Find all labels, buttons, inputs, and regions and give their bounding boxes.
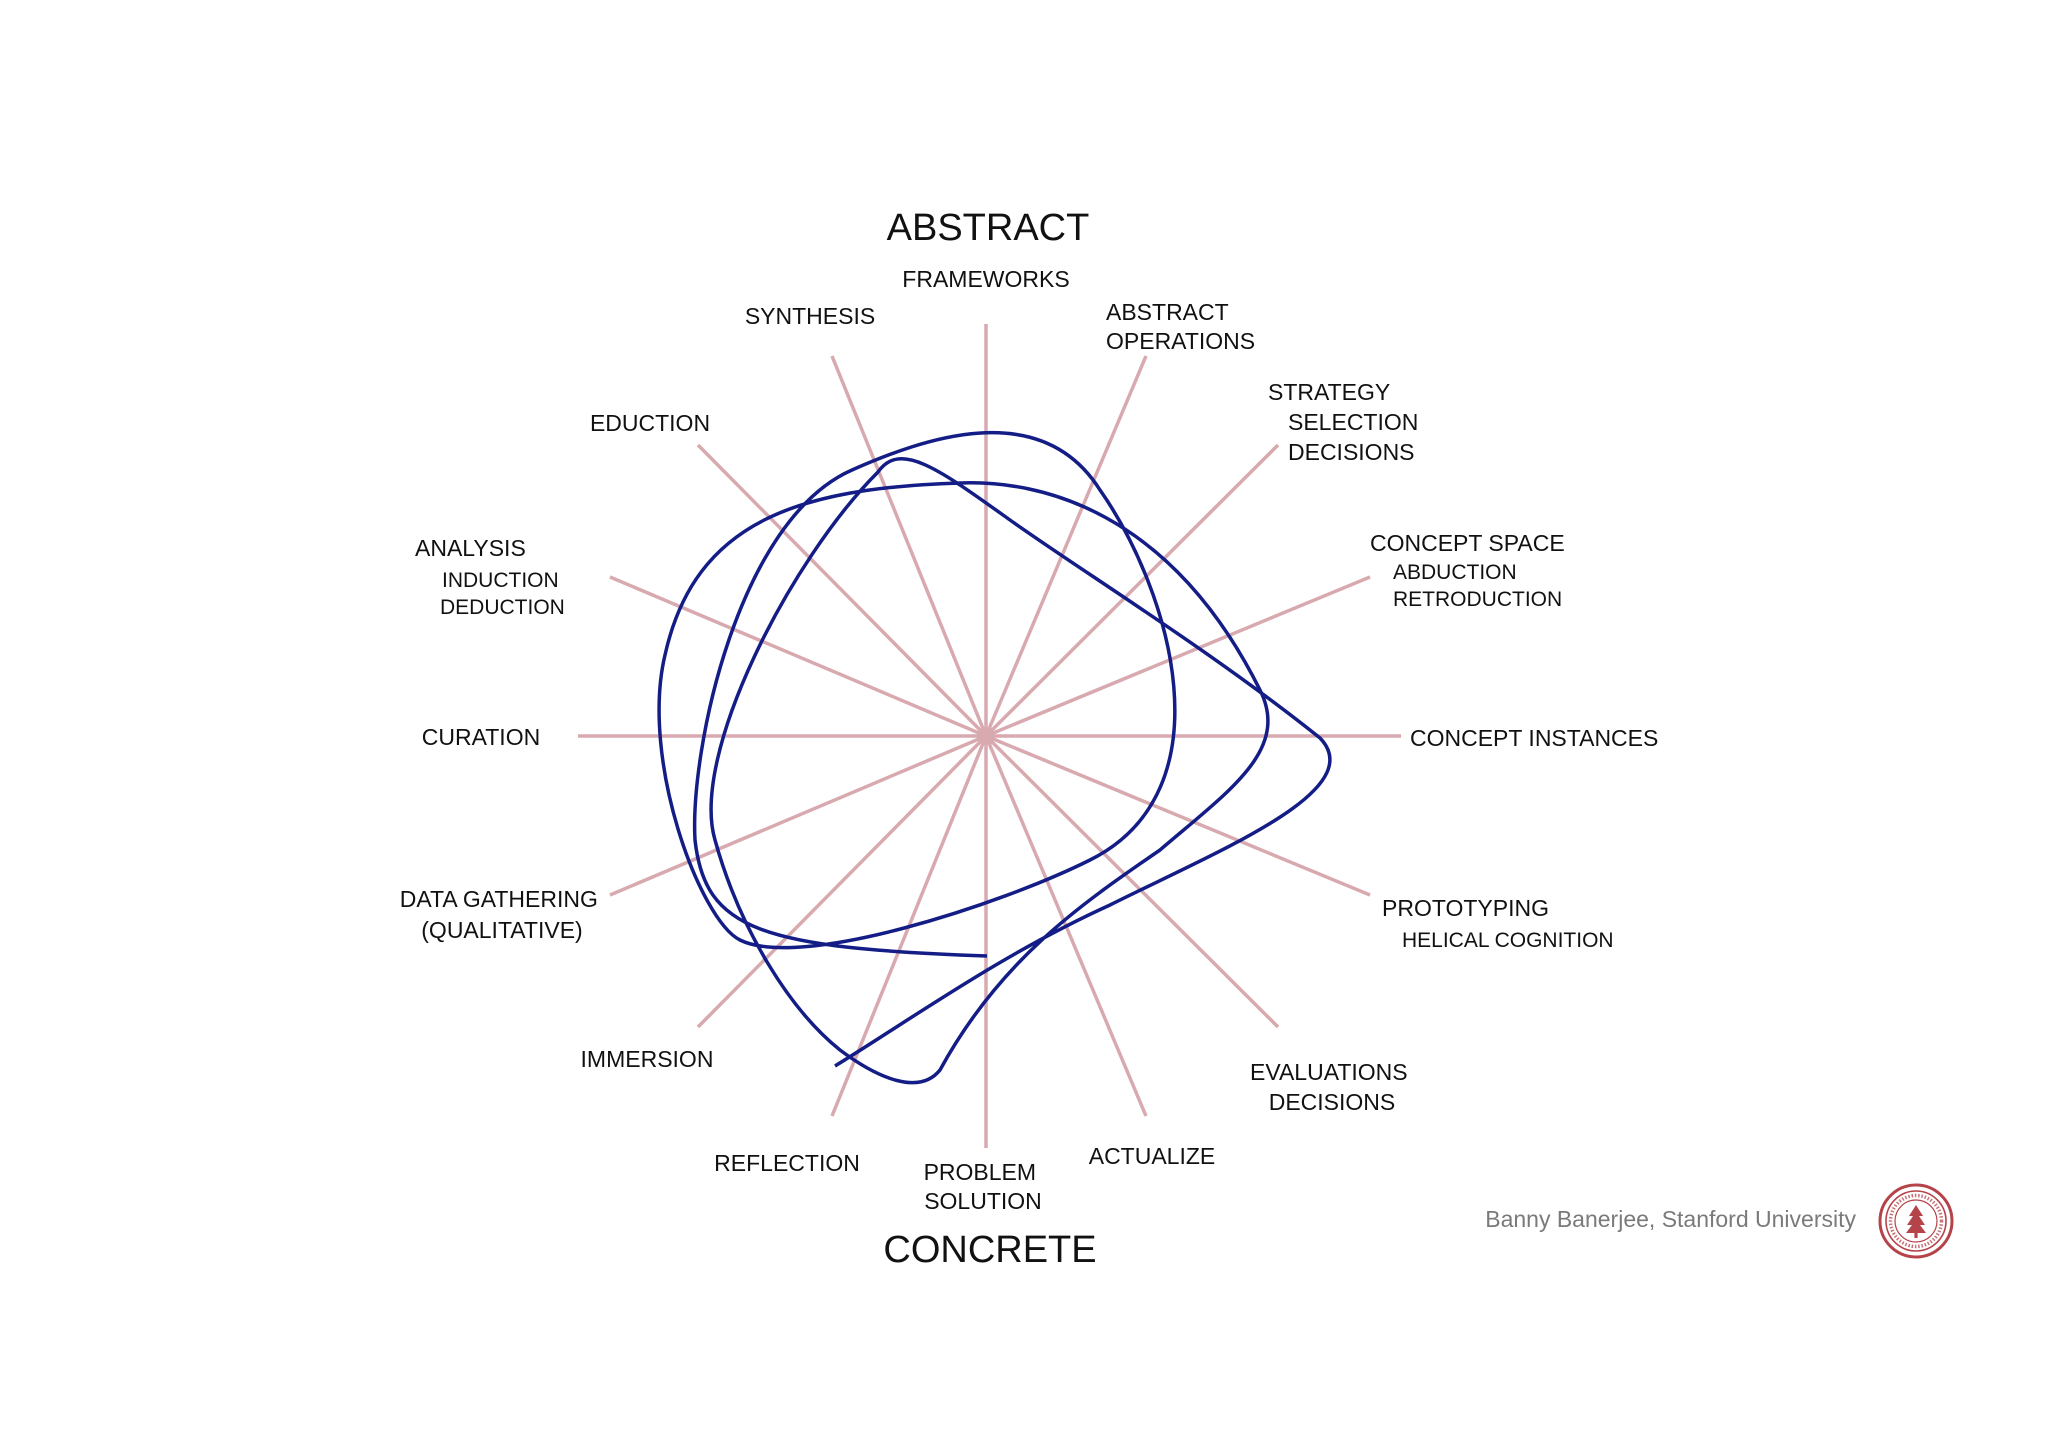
spoke-eduction <box>696 443 988 738</box>
label-actualize: ACTUALIZE <box>1089 1143 1216 1169</box>
spoke-evaluations <box>984 734 1280 1029</box>
label-immersion: IMMERSION <box>581 1046 714 1072</box>
label-frameworks: FRAMEWORKS <box>902 266 1069 292</box>
university-seal-icon <box>1878 1183 1954 1259</box>
label-evaluations: EVALUATIONS DECISIONS <box>1250 1059 1414 1115</box>
label-data-gathering: DATA GATHERING (QUALITATIVE) <box>400 886 604 943</box>
spoke-strategy <box>984 443 1280 738</box>
label-prototyping: PROTOTYPING HELICAL COGNITION <box>1382 895 1614 952</box>
label-strategy: STRATEGY SELECTION DECISIONS <box>1268 379 1425 465</box>
spoke-synthesis <box>830 355 988 737</box>
credit-text: Banny Banerjee, Stanford University <box>1485 1206 1856 1232</box>
spoke-abstract-operations <box>984 355 1148 737</box>
label-reflection: REFLECTION <box>714 1150 860 1176</box>
spoke-concept-space <box>985 575 1371 738</box>
label-eduction: EDUCTION <box>590 410 710 436</box>
label-curation: CURATION <box>422 724 540 750</box>
label-analysis: ANALYSIS INDUCTION DEDUCTION <box>415 535 565 619</box>
label-abstract-operations: ABSTRACT OPERATIONS <box>1106 299 1255 354</box>
spoke-data-gathering <box>609 734 987 897</box>
label-concept-instances: CONCEPT INSTANCES <box>1410 725 1658 751</box>
label-concept-space: CONCEPT SPACE ABDUCTION RETRODUCTION <box>1370 530 1569 611</box>
pole-concrete: CONCRETE <box>883 1229 1096 1271</box>
spokes <box>578 324 1401 1148</box>
spoke-analysis <box>609 575 987 738</box>
cognition-loop-curve <box>657 430 1332 1085</box>
label-problem-solution: PROBLEM SOLUTION <box>924 1159 1043 1214</box>
spoke-prototyping <box>985 734 1371 897</box>
pole-abstract: ABSTRACT <box>887 207 1090 249</box>
spoke-immersion <box>696 734 988 1029</box>
label-synthesis: SYNTHESIS <box>745 303 875 329</box>
